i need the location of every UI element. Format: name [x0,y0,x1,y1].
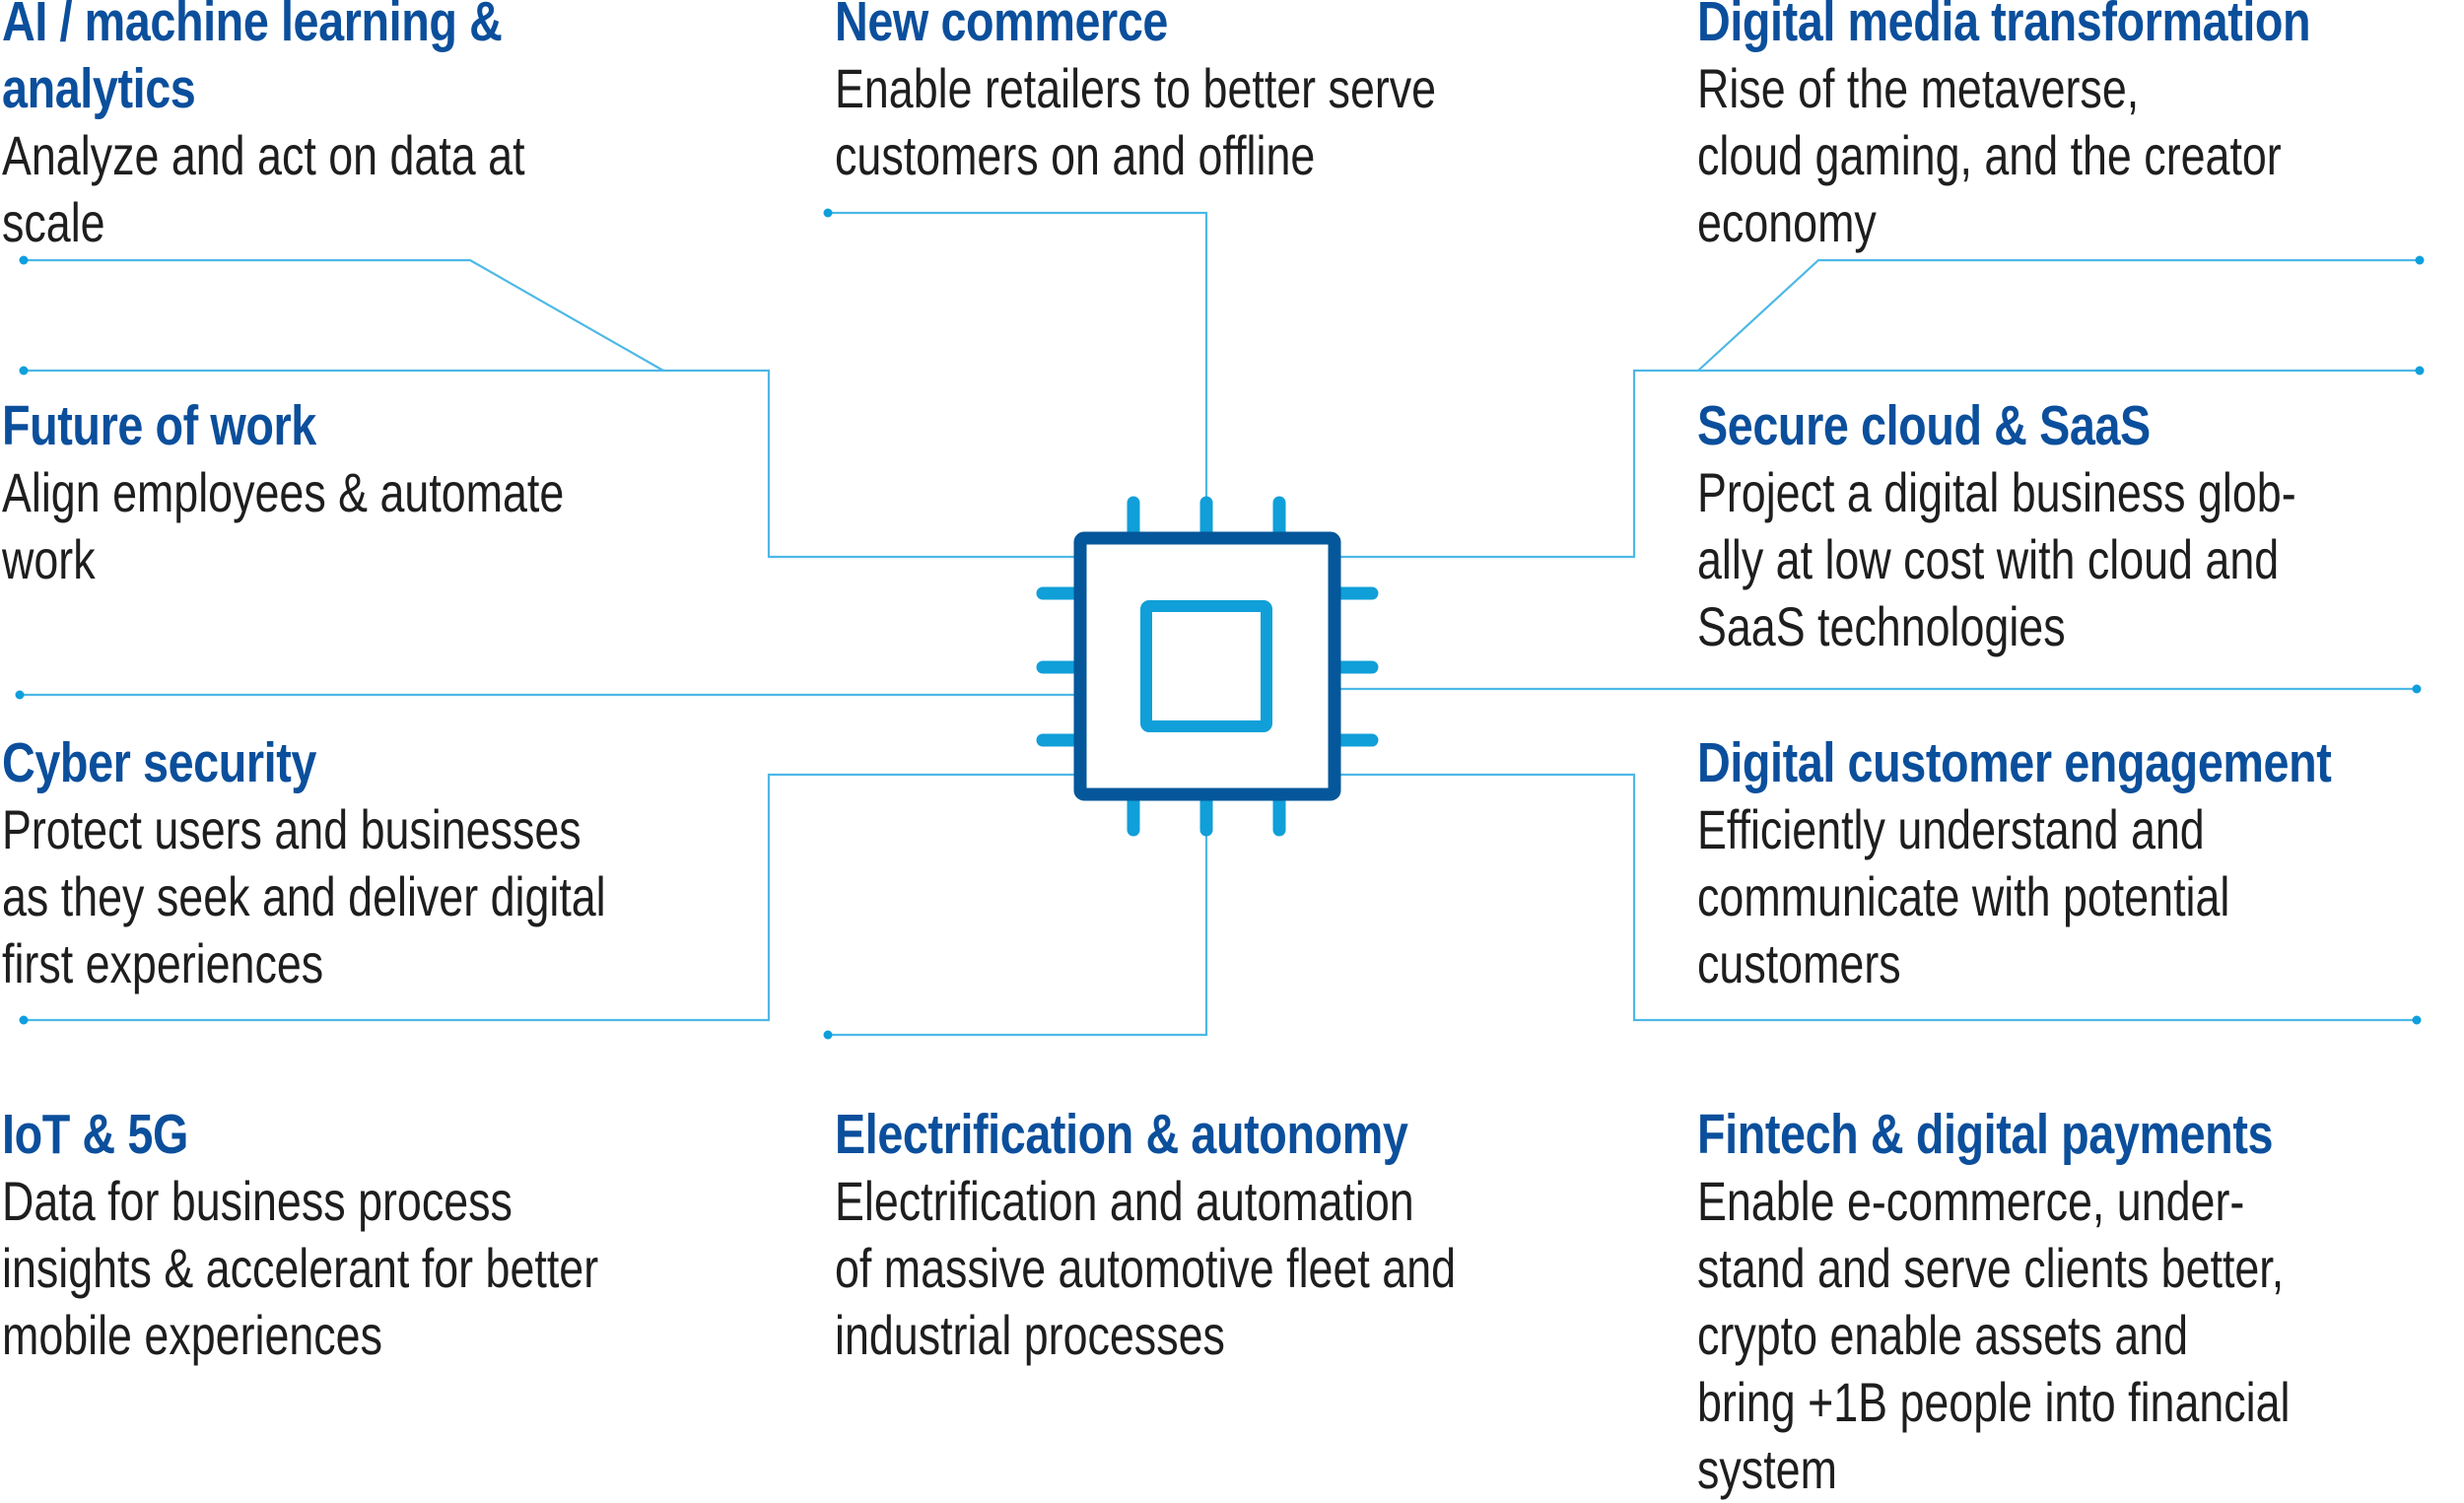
topic-description-line: insights & accelerant for better [2,1237,599,1299]
topic-description-line: communicate with potential [1697,865,2230,927]
topic-iot-5g: IoT & 5G Data for business process insig… [2,1101,889,1369]
connector-digital-media [1697,258,2420,372]
topic-cyber-security: Cyber security Protect users and busines… [2,729,889,997]
topic-title: Secure cloud & SaaS [1697,394,2151,457]
chip-core [1140,600,1272,732]
connector-dot [19,366,29,376]
topic-title: Fintech & digital payments [1697,1103,2274,1166]
topic-title: Electrification & autonomy [835,1103,1408,1166]
topic-description-line: bring +1B people into financial [1697,1371,2291,1433]
topic-title: Digital media transformation [1697,0,2311,53]
topic-description-line: mobile experiences [2,1304,382,1366]
topic-fintech-digital-payments: Fintech & digital payments Enable e-comm… [1697,1101,2464,1503]
topic-digital-media-transformation: Digital media transformation Rise of the… [1697,0,2464,256]
topic-description-line: scale [2,191,105,253]
topic-secure-cloud-saas: Secure cloud & SaaS Project a digital bu… [1697,392,2464,660]
connector-iot [24,773,1074,1022]
connector-dot [2415,366,2425,376]
topic-description-line: Data for business process [2,1170,513,1232]
topic-title-cont: analytics [2,57,196,120]
connector-dot [19,255,29,265]
connector-new-commerce [828,211,1208,503]
topic-description-line: ally at low cost with cloud and [1697,528,2280,590]
microchip-icon [1036,496,1379,837]
topic-description-line: Align employees & automate [2,461,565,523]
topic-title: Cyber security [2,731,317,794]
connector-dot [15,690,25,700]
connector-dot [823,208,833,218]
topic-title: IoT & 5G [2,1103,188,1166]
topic-description-line: Protect users and businesses [2,798,582,860]
topic-description-line: customers on and offline [835,124,1316,186]
connector-dot [2415,255,2425,265]
topic-title: Future of work [2,394,316,457]
topic-description-line: Project a digital business glob- [1697,461,2296,523]
topic-description-line: Efficiently understand and [1697,798,2205,860]
topic-digital-customer-engagement: Digital customer engagement Efficiently … [1697,729,2464,997]
topic-description-line: cloud gaming, and the creator [1697,124,2282,186]
topic-title: Digital customer engagement [1697,731,2332,794]
topic-description-line: crypto enable assets and [1697,1304,2189,1366]
topic-description-line: as they seek and deliver digital [2,865,606,927]
topic-description-line: system [1697,1438,1837,1500]
connector-future-of-work [24,369,1074,559]
topic-description-line: Electrification and automation [835,1170,1414,1232]
topic-description-line: Rise of the metaverse, [1697,57,2140,119]
topic-new-commerce: New commerce Enable retailers to better … [835,0,1722,189]
connector-dot [19,1015,29,1025]
connector-fintech [1340,773,2417,1022]
connector-dot [2412,1015,2422,1025]
topic-description-line: of massive automotive fleet and [835,1237,1457,1299]
topic-electrification-autonomy: Electrification & autonomy Electrificati… [835,1101,1722,1369]
topic-title: AI / machine learning & [2,0,503,53]
topic-description-line: economy [1697,191,1877,253]
connector-secure-cloud [1340,369,2420,559]
topic-description-line: customers [1697,932,1901,994]
topic-description-line: stand and serve clients better, [1697,1237,2285,1299]
connector-ai [24,258,664,372]
topic-description-line: first experiences [2,932,324,994]
topic-description-line: Enable retailers to better serve [835,57,1437,119]
connector-dot [823,1030,833,1040]
topic-description-line: Analyze and act on data at [2,124,525,186]
topic-ai-machine-learning: AI / machine learning & analytics Analyz… [2,0,889,256]
topic-description-line: SaaS technologies [1697,595,2066,657]
connector-electrification [828,830,1208,1037]
topic-future-of-work: Future of work Align employees & automat… [2,392,889,593]
topic-title: New commerce [835,0,1169,53]
topic-description-line: industrial processes [835,1304,1225,1366]
connector-dot [2412,684,2422,694]
topic-description-line: work [2,528,96,590]
topic-description-line: Enable e-commerce, under- [1697,1170,2245,1232]
